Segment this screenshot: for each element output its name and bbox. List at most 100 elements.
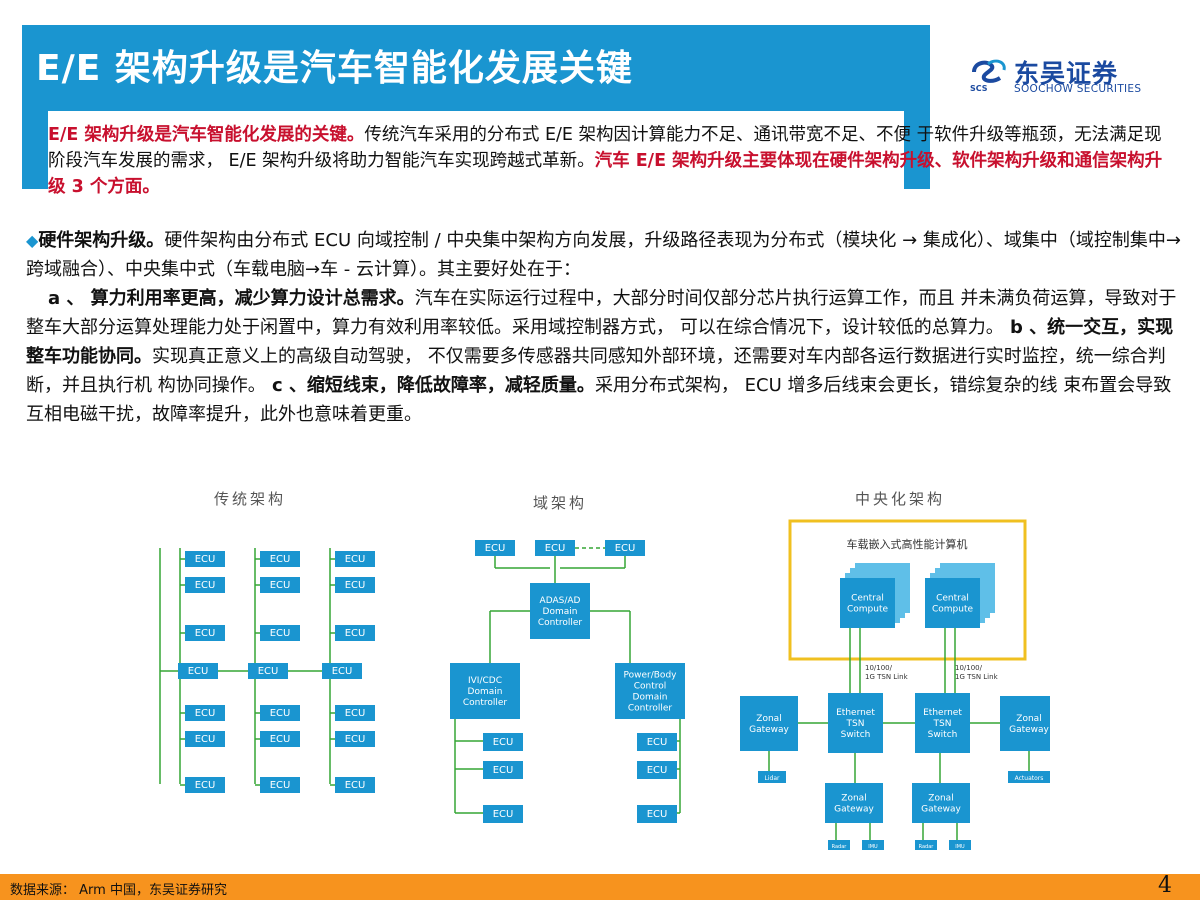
- ecu-box-label: ECU: [647, 765, 668, 776]
- adas-controller-box-label: Controller: [538, 618, 583, 628]
- ecu-box-label: ECU: [647, 809, 668, 820]
- imu-box-label: IMU: [868, 844, 878, 850]
- architecture-diagrams: 传统架构 ECU ECU ECU ECU ECU ECU ECU ECU ECU ECU ECU EC…: [159, 490, 1050, 850]
- point-c-text: 采用分布式架构， ECU 增多后线束会更长，错综复杂的线 束布置会导致互相电磁干…: [26, 375, 1172, 425]
- central-compute-box-label: Central: [936, 594, 969, 604]
- point-a-text: 汽车在实际运行过程中，大部分时间仅部分芯片执行运算工作，而且 并未满负荷运算，导…: [26, 288, 1177, 338]
- imu-box: [862, 840, 884, 850]
- ecu-box: [335, 705, 375, 721]
- radar-box-label: Radar: [832, 844, 848, 850]
- actuators-box: [1008, 771, 1050, 783]
- radar-box-label: Radar: [919, 844, 935, 850]
- domain-title: 域架构: [533, 494, 587, 512]
- central-compute-box-label: Compute: [847, 605, 889, 615]
- hpc-title: 车载嵌入式高性能计算机: [847, 537, 968, 551]
- intro-highlight-2: 汽车 E/E 架构升级主要体现在硬件架构升级、软件架构升级和通信架构升级 3 个…: [48, 151, 1163, 197]
- ecu-box-label: ECU: [493, 737, 514, 748]
- link-label: 1G TSN Link: [955, 673, 999, 681]
- ecu-box-label: ECU: [345, 554, 366, 565]
- link-label: 1G TSN Link: [865, 673, 909, 681]
- ivi-controller-box-label: IVI/CDC: [468, 676, 502, 686]
- radar-box: [828, 840, 850, 850]
- ethernet-switch-box-label: TSN: [933, 719, 952, 729]
- point-b-heading: b 、统一交互，实现整车功能协同。: [26, 317, 1174, 367]
- logo-name: 东吴证券: [1014, 59, 1119, 88]
- central-compute-box: [925, 578, 980, 628]
- ecu-box-label: ECU: [485, 543, 506, 554]
- ecu-box-label: ECU: [195, 580, 216, 591]
- zonal-gateway-box: [740, 696, 798, 751]
- ecu-box-label: ECU: [345, 708, 366, 719]
- adas-controller-box: [530, 583, 590, 639]
- central-compute-box: [840, 578, 895, 628]
- ecu-box-label: ECU: [270, 554, 291, 565]
- ethernet-switch-box-label: Ethernet: [836, 708, 875, 718]
- ecu-box-label: ECU: [345, 734, 366, 745]
- ecu-box-label: ECU: [332, 666, 353, 677]
- ivi-controller-box-label: Controller: [463, 698, 508, 708]
- ecu-box: [260, 731, 300, 747]
- ecu-box-label: ECU: [195, 734, 216, 745]
- title-bar: E/E 架构升级是汽车智能化发展关键: [22, 25, 930, 111]
- ecu-box: [260, 777, 300, 793]
- ecu-box-label: ECU: [270, 708, 291, 719]
- ecu-box: [185, 625, 225, 641]
- logo-icon: [972, 59, 1006, 83]
- title-accent-left: [22, 111, 48, 189]
- zonal-gateway-box: [1000, 696, 1050, 751]
- ecu-box-label: ECU: [647, 737, 668, 748]
- ecu-box-label: ECU: [493, 765, 514, 776]
- zonal-gateway-box-label: Zonal: [841, 794, 866, 804]
- ecu-box-label: ECU: [270, 580, 291, 591]
- ecu-box-label: ECU: [270, 628, 291, 639]
- ecu-box: [248, 663, 288, 679]
- link-label: 10/100/: [955, 664, 983, 672]
- hardware-heading: 硬件架构升级。: [38, 230, 165, 251]
- central-compute-box-label: Compute: [932, 605, 974, 615]
- zonal-gateway-box: [825, 783, 883, 823]
- power-body-controller-box-label: Domain: [633, 693, 668, 703]
- zonal-gateway-box-label: Zonal: [928, 794, 953, 804]
- ecu-box: [185, 577, 225, 593]
- ecu-box-label: ECU: [270, 780, 291, 791]
- ethernet-switch-box: [915, 693, 970, 753]
- ecu-box: [335, 551, 375, 567]
- ecu-box: [335, 731, 375, 747]
- hardware-text: 硬件架构由分布式 ECU 向域控制 / 中央集中架构方向发展，升级路径表现为分布…: [26, 230, 1181, 280]
- intro-highlight-1: E/E 架构升级是汽车智能化发展的关键。: [48, 125, 365, 145]
- ecu-box: [637, 733, 677, 751]
- point-a-heading: a 、 算力利用率更高，减少算力设计总需求。: [48, 288, 415, 309]
- ecu-box: [185, 551, 225, 567]
- ethernet-switch-box-label: TSN: [846, 719, 865, 729]
- intro-text-1: 传统汽车采用的分布式 E/E 架构因计算能力不足、通讯带宽不足、不便 于软件升级…: [48, 125, 1162, 171]
- ecu-box-label: ECU: [345, 628, 366, 639]
- ecu-box-label: ECU: [195, 554, 216, 565]
- ivi-controller-box-label: Domain: [468, 687, 503, 697]
- adas-controller-box-label: ADAS/AD: [540, 596, 581, 606]
- zonal-gateway-box-label: Gateway: [749, 725, 789, 735]
- central-diagram: 车载嵌入式高性能计算机CentralComputeCentralCompute1…: [740, 519, 1050, 850]
- ecu-box: [483, 733, 523, 751]
- imu-box-label: IMU: [955, 844, 965, 850]
- zonal-gateway-box-label: Zonal: [756, 714, 781, 724]
- central-architecture: 中央化架构 车载嵌入式高性能计算机CentralComputeCentralCo…: [740, 490, 1050, 850]
- power-body-controller-box-label: Power/Body: [624, 671, 678, 681]
- actuators-box-label: Actuators: [1015, 775, 1044, 782]
- page-number: 4: [1158, 873, 1172, 898]
- ecu-box: [260, 625, 300, 641]
- zonal-gateway-box-label: Gateway: [1009, 725, 1049, 735]
- ecu-box: [637, 761, 677, 779]
- ecu-box-label: ECU: [545, 543, 566, 554]
- ecu-box: [637, 805, 677, 823]
- adas-controller-box-label: Domain: [543, 607, 578, 617]
- traditional-title: 传统架构: [214, 490, 286, 508]
- ecu-box: [335, 777, 375, 793]
- ecu-box-label: ECU: [258, 666, 279, 677]
- footer-bar: [0, 874, 1200, 900]
- ecu-box-label: ECU: [195, 708, 216, 719]
- lidar-box-label: Lidar: [765, 775, 780, 782]
- title-accent-right: [904, 111, 930, 189]
- ethernet-switch-box-label: Switch: [928, 730, 958, 740]
- ecu-box-label: ECU: [195, 780, 216, 791]
- ecu-box: [185, 731, 225, 747]
